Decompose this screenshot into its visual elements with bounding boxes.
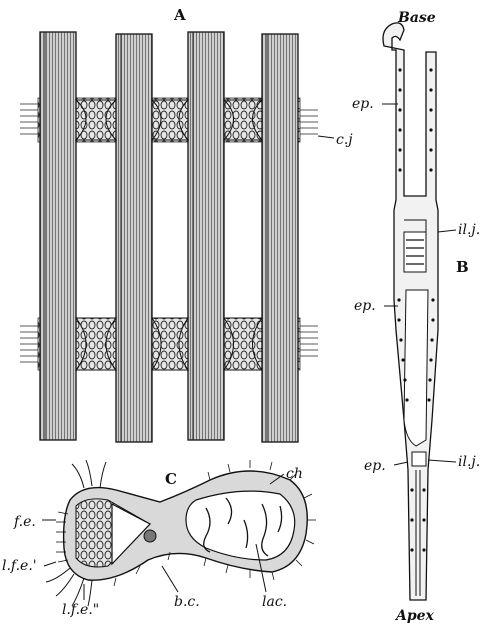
- junction-lower-3: [223, 317, 263, 371]
- label-bc: b.c.: [174, 594, 200, 610]
- junction-upper-3: [222, 99, 264, 141]
- filament-4: [261, 33, 299, 443]
- label-ep-3: ep.: [364, 458, 386, 474]
- junction-lower-2: [151, 317, 189, 371]
- junction-lower-1: [74, 317, 118, 371]
- panel-a: A: [20, 6, 353, 443]
- filament-2: [115, 33, 153, 443]
- panel-c-letter: C: [165, 470, 177, 488]
- label-ch: ch: [286, 466, 303, 482]
- filaments: [39, 31, 299, 443]
- interfilament-junctions: [74, 99, 264, 371]
- panel-b: Base B ep. ep. ep. il.j. il.j. Apex: [352, 10, 480, 624]
- label-lfe1: l.f.e.': [2, 558, 37, 574]
- filament-1: [39, 31, 77, 441]
- cj-leader: [317, 135, 335, 139]
- interlamellar-junction-2: [411, 451, 427, 467]
- label-apex: Apex: [394, 608, 435, 624]
- label-ilj-1: il.j.: [458, 222, 480, 238]
- filament-3: [187, 31, 225, 441]
- panel-c: C: [2, 459, 316, 618]
- label-ep-2: ep.: [354, 298, 376, 314]
- junction-upper-1: [74, 99, 118, 141]
- blood-lacuna: [185, 490, 296, 561]
- surface-cilia: [56, 460, 316, 587]
- label-lac: lac.: [262, 594, 287, 610]
- label-base: Base: [397, 10, 436, 26]
- epithelial-dots: [397, 68, 435, 552]
- label-lfe2: l.f.e.": [62, 602, 99, 618]
- label-ilj-2: il.j.: [458, 454, 480, 470]
- blood-corpuscle: [143, 529, 157, 543]
- lacuna-strands: [203, 497, 283, 557]
- label-cj: c.j: [336, 132, 353, 148]
- label-ep-1: ep.: [352, 96, 374, 112]
- filament-b-cavity: [403, 289, 429, 447]
- chitinous-skeleton: [111, 503, 151, 566]
- junction-upper-2: [150, 99, 190, 141]
- interlamellar-junction-1: [403, 231, 427, 273]
- label-fe: f.e.: [13, 514, 36, 530]
- lateral-frontal-cilia: [45, 459, 107, 607]
- panel-b-letter: B: [456, 258, 469, 276]
- panel-a-letter: A: [173, 6, 186, 24]
